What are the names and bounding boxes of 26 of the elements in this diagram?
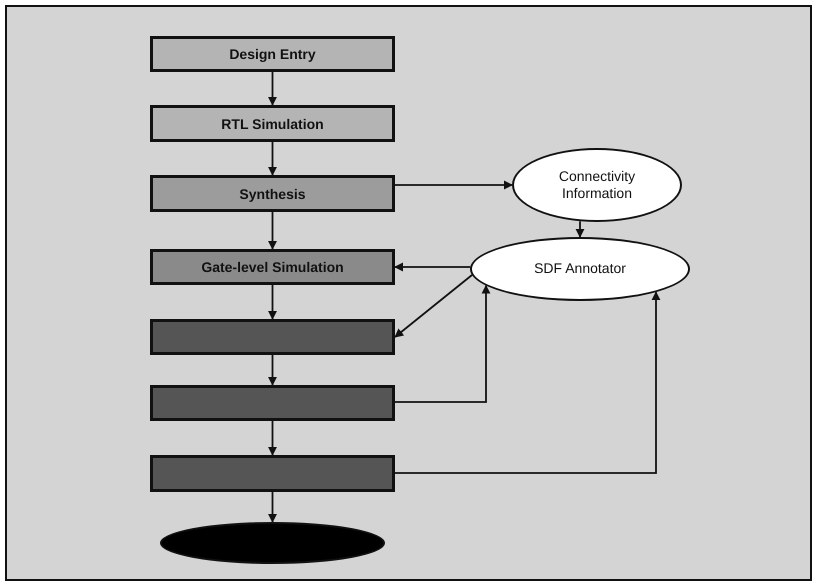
ellipse-label: Connectivity Information — [558, 168, 636, 202]
process-box — [150, 385, 395, 421]
arrow — [394, 274, 473, 338]
ellipse-label: SDF Annotator — [533, 260, 627, 278]
box-label: RTL Simulation — [221, 116, 324, 132]
arrow — [268, 492, 277, 523]
arrow — [395, 180, 513, 190]
process-box — [150, 175, 395, 212]
arrow — [268, 355, 277, 386]
arrow — [576, 221, 584, 238]
process-box — [150, 105, 395, 142]
arrow — [268, 212, 277, 250]
arrow — [268, 142, 277, 176]
box-label: Gate-level Simulation — [201, 259, 344, 275]
arrow — [268, 72, 277, 106]
box-label: Synthesis — [239, 186, 306, 202]
arrow — [268, 285, 277, 320]
arrow — [394, 262, 470, 272]
arrow — [395, 284, 490, 403]
process-box — [150, 36, 395, 72]
process-box — [150, 319, 395, 355]
process-box — [150, 249, 395, 285]
arrow — [268, 421, 277, 456]
box-label: Design Entry — [229, 46, 316, 62]
arrow — [395, 291, 660, 474]
process-box — [150, 455, 395, 492]
